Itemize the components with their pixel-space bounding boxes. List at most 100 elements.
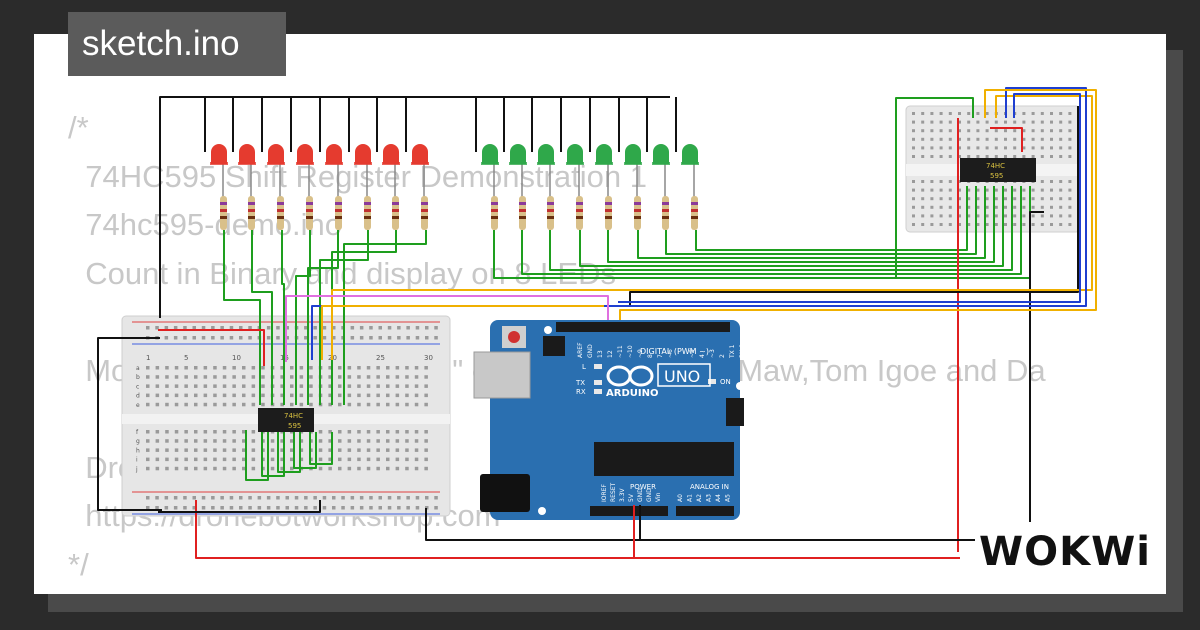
- breadboard-hole: [912, 137, 915, 141]
- breadboard-hole: [369, 496, 373, 500]
- breadboard-hole: [912, 180, 915, 183]
- breadboard-hole: [328, 457, 332, 462]
- breadboard-hole: [425, 326, 429, 330]
- breadboard-hole: [1022, 214, 1026, 218]
- breadboard-hole: [242, 457, 246, 462]
- shift-register-chip-small[interactable]: 74HC 595: [960, 158, 1036, 182]
- breadboard-hole: [222, 457, 227, 462]
- breadboard-hole: [318, 448, 323, 452]
- breadboard-hole: [261, 375, 265, 379]
- breadboard-hole: [395, 402, 400, 407]
- breadboard-hole: [948, 197, 952, 201]
- breadboard-hole: [406, 506, 410, 510]
- breadboard-hole: [1059, 146, 1063, 150]
- breadboard-hole: [242, 430, 246, 434]
- arduino-uno-board[interactable]: DIGITAL (PWM ~) L TX RX ON UNO ARDUINO P…: [473, 320, 746, 520]
- breadboard-hole: [414, 393, 419, 398]
- resistor: [605, 196, 612, 230]
- breadboard-hole: [994, 120, 998, 124]
- breadboard-hole: [1013, 129, 1017, 133]
- resistor: [248, 196, 255, 230]
- breadboard-hole: [939, 197, 943, 201]
- breadboard-hole: [386, 430, 390, 434]
- breadboard-hole: [242, 384, 246, 388]
- breadboard-hole: [251, 466, 256, 471]
- breadboard-hole: [299, 457, 304, 462]
- file-tab[interactable]: sketch.ino: [68, 12, 286, 76]
- breadboard-hole: [397, 336, 401, 340]
- breadboard-hole: [174, 448, 179, 452]
- resistor-band: [662, 202, 669, 205]
- breadboard-hole: [1040, 146, 1044, 150]
- breadboard-hole: [350, 496, 355, 500]
- resistor-band: [576, 202, 583, 205]
- breadboard-hole: [939, 205, 943, 209]
- breadboard-hole: [930, 129, 934, 133]
- digital-pin-label: AREF: [577, 342, 584, 358]
- wire-small-bb-red-jumper: [990, 127, 1023, 152]
- breadboard-hole: [251, 439, 256, 443]
- led-rim: [481, 162, 499, 165]
- led-body: [211, 152, 227, 164]
- breadboard-hole: [912, 146, 915, 150]
- breadboard-hole: [1050, 180, 1053, 183]
- breadboard-hole: [174, 375, 179, 379]
- breadboard-hole: [386, 393, 390, 398]
- breadboard-hole: [1004, 223, 1007, 226]
- breadboard-hole: [985, 205, 989, 209]
- label-arduino-brand: ARDUINO: [606, 388, 658, 399]
- breadboard-hole: [1022, 112, 1026, 115]
- breadboard-hole: [1022, 146, 1026, 150]
- mount-hole-1: [544, 326, 552, 334]
- breadboard-hole: [1059, 180, 1063, 183]
- breadboard-hole: [222, 466, 227, 471]
- resistor-band: [392, 209, 399, 212]
- breadboard-hole: [146, 439, 150, 443]
- large-breadboard-holes: [146, 326, 438, 510]
- breadboard-hole: [194, 439, 198, 443]
- breadboard-hole: [242, 375, 246, 379]
- breadboard-hole: [967, 112, 971, 115]
- breadboard-hole: [266, 336, 271, 340]
- breadboard-hole: [386, 402, 390, 407]
- breadboard-hole: [173, 496, 178, 500]
- shift-register-chip-large[interactable]: 74HC 595: [258, 408, 314, 432]
- breadboard-hole: [930, 137, 934, 141]
- reset-button-cap[interactable]: [508, 331, 520, 343]
- breadboard-hole: [921, 188, 925, 192]
- digital-header: [556, 322, 730, 332]
- wire-chip-ground: [158, 500, 321, 513]
- breadboard-hole: [222, 448, 227, 452]
- resistor-band: [248, 209, 255, 212]
- breadboard-hole: [261, 366, 265, 370]
- resistor: [306, 196, 313, 230]
- breadboard-hole: [948, 214, 952, 218]
- resistor: [547, 196, 554, 230]
- breadboard-hole: [1050, 197, 1053, 201]
- breadboard-hole: [290, 375, 294, 379]
- breadboard-hole: [921, 197, 925, 201]
- breadboard-hole: [239, 506, 243, 510]
- breadboard-hole: [948, 137, 952, 141]
- breadboard-hole: [338, 375, 342, 379]
- breadboard-hole: [313, 336, 317, 340]
- led-body: [625, 152, 641, 164]
- breadboard-hole: [369, 506, 373, 510]
- breadboard-hole: [1068, 137, 1072, 141]
- breadboard-hole: [183, 506, 187, 510]
- label-led-on: ON: [720, 378, 731, 386]
- breadboard-hole: [184, 375, 188, 379]
- breadboard-hole: [921, 129, 925, 133]
- breadboard-hole: [146, 430, 150, 434]
- digital-pin-label: ~5: [689, 349, 696, 358]
- analog-pin-label: A5: [725, 494, 732, 502]
- breadboard-hole: [357, 384, 361, 388]
- wire-yellow-small: [619, 89, 1097, 320]
- wire-led-green-to-chip: [521, 186, 1022, 275]
- breadboard-hole: [266, 496, 271, 500]
- breadboard-hole: [1004, 197, 1007, 201]
- breadboard-hole: [1031, 120, 1035, 124]
- breadboard-hole: [328, 402, 332, 407]
- breadboard-hole: [1040, 205, 1044, 209]
